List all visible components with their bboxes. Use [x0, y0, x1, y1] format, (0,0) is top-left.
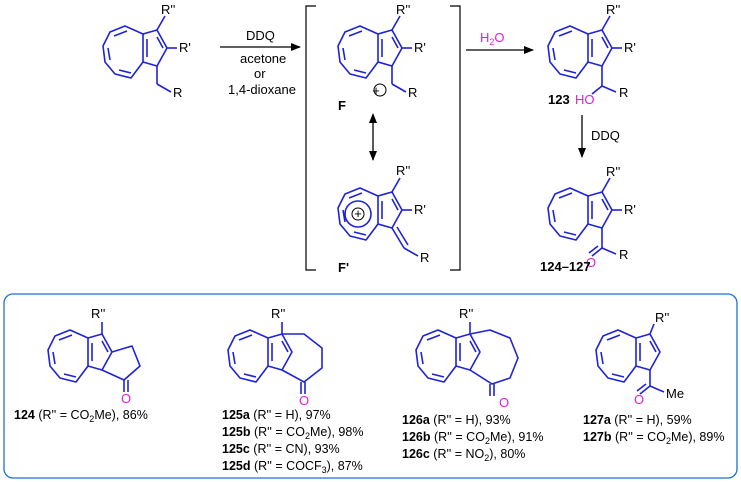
caption-126a: 126a (R'' = H), 93%: [402, 413, 511, 427]
compound-123: [547, 15, 622, 95]
hydroxyl-label: HO: [575, 92, 595, 107]
label-r-fp: R: [420, 250, 429, 265]
carbonyl-o-124: O: [121, 391, 131, 406]
starting-azulene: [102, 15, 177, 93]
caption-126c: 126c (R'' = NO2), 80%: [402, 447, 525, 463]
label-r: R: [173, 85, 182, 100]
reagent-ddq-2: DDQ: [591, 128, 620, 143]
label-r2-125: R'': [271, 306, 285, 321]
caption-127a: 127a (R'' = H), 59%: [583, 413, 692, 427]
product-frame: [3, 293, 738, 479]
product-127: [595, 323, 665, 395]
methyl-label: Me: [666, 386, 684, 401]
caption-126b: 126b (R'' = CO2Me), 91%: [402, 430, 543, 446]
label-r1: R': [179, 40, 191, 55]
label-r2-127: R'': [655, 310, 669, 325]
product-125: [227, 322, 323, 394]
carbonyl-o-126: O: [499, 395, 509, 410]
product-124: [47, 322, 141, 392]
label-123: 123: [548, 92, 570, 107]
caption-125b: 125b (R'' = CO2Me), 98%: [222, 425, 363, 441]
label-r2-gen: R'': [606, 164, 620, 179]
intermediate-f-prime: [337, 177, 419, 257]
bracket-left: [305, 5, 316, 271]
bracket-right: [450, 5, 461, 271]
reagent-ddq: DDQ: [246, 28, 275, 43]
caption-124: 124 (R'' = CO2Me), 86%: [14, 408, 148, 424]
label-r2-126: R'': [459, 306, 473, 321]
label-r1-123: R': [624, 40, 636, 55]
label-r-123: R: [619, 85, 628, 100]
caption-125a: 125a (R'' = H), 97%: [222, 408, 331, 422]
solvent-dioxane: 1,4-dioxane: [228, 82, 296, 97]
label-r2-f: R'': [396, 2, 410, 17]
caption-127b: 127b (R'' = CO2Me), 89%: [583, 430, 724, 446]
label-124-127: 124–127: [540, 259, 591, 274]
solvent-or: or: [254, 66, 266, 81]
charge-f: +: [372, 83, 380, 98]
intermediate-f: [337, 15, 412, 97]
products-generic: [547, 177, 622, 257]
label-r2-fp: R'': [396, 163, 410, 178]
label-r-gen: R: [619, 247, 628, 262]
label-r1-fp: R': [414, 202, 426, 217]
solvent-acetone: acetone: [240, 51, 286, 66]
label-r1-gen: R': [624, 202, 636, 217]
caption-125c: 125c (R'' = CN), 93%: [222, 442, 340, 456]
caption-125d: 125d (R'' = COCF3), 87%: [222, 459, 363, 475]
reagent-water: H2O: [480, 30, 505, 47]
label-r2-124: R'': [91, 306, 105, 321]
carbonyl-o-125: O: [299, 393, 309, 408]
label-r2: R'': [161, 2, 175, 17]
label-Fprime: F': [338, 260, 349, 275]
carbonyl-o-127: O: [634, 392, 644, 407]
product-126: [415, 322, 519, 396]
label-r2-123: R'': [606, 2, 620, 17]
carbonyl-o-gen: O: [586, 255, 596, 270]
charge-f-prime: +: [354, 206, 362, 221]
label-F: F: [338, 98, 346, 113]
label-r1-f: R': [414, 40, 426, 55]
label-r-f: R: [408, 85, 417, 100]
